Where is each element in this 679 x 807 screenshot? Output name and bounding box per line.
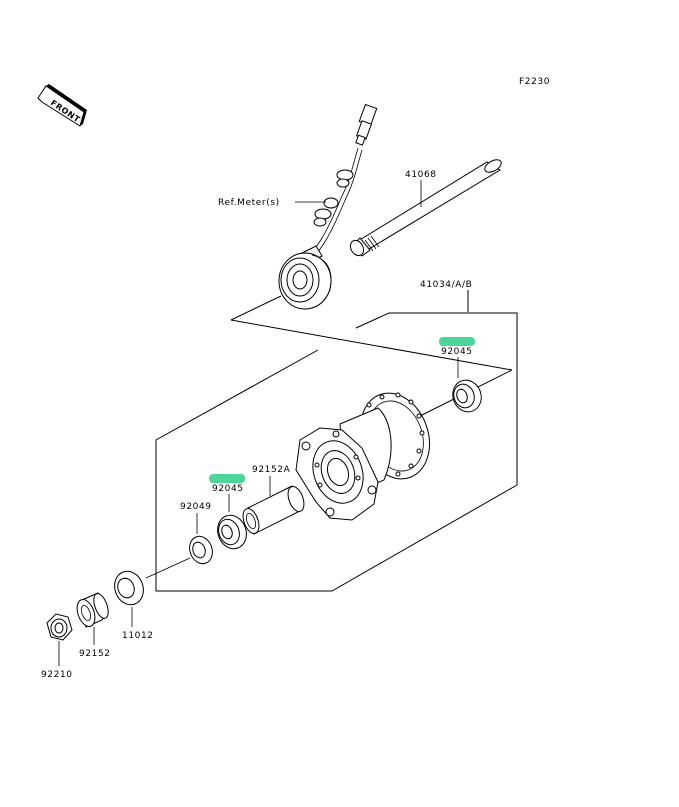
wheel-hub: [295, 392, 430, 521]
axle: [349, 159, 502, 257]
hub-cover: [114, 570, 144, 606]
label-seal: 92049: [180, 502, 212, 512]
highlight-bearing-left: [209, 474, 245, 483]
hub-frame: [155, 290, 518, 592]
oil-seal: [189, 535, 213, 565]
label-hub: 41034/A/B: [420, 280, 472, 290]
axle-nut: [46, 613, 73, 641]
bearing-left: [217, 514, 247, 550]
label-cover: 11012: [122, 631, 154, 641]
bearing-right: [452, 379, 482, 413]
figure-code: F2230: [519, 77, 550, 87]
collar: [242, 485, 305, 535]
label-axle: 41068: [405, 170, 437, 180]
label-ref-meter: Ref.Meter(s): [218, 198, 280, 208]
label-axle-collar: 92152: [79, 649, 111, 659]
highlight-bearing-right: [439, 337, 475, 346]
label-nut: 92210: [41, 670, 73, 680]
axle-collar: [76, 592, 109, 628]
label-collar: 92152A: [252, 465, 291, 475]
assembly-axis-line: [145, 557, 191, 579]
meter-cable-assembly: [278, 103, 378, 310]
label-bearing-right: 92045: [441, 347, 473, 357]
label-bearing-left: 92045: [212, 484, 244, 494]
front-arrow-icon: FRONT: [37, 84, 87, 127]
